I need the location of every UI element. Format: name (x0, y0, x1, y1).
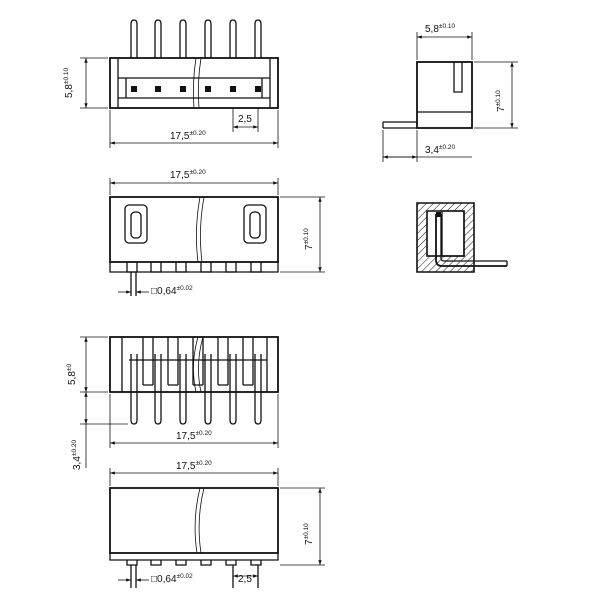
top-view-pin-squares (131, 86, 261, 92)
side-height-label: 7±0.10 (495, 90, 507, 112)
side-pin-label: 3,4±0.20 (425, 144, 456, 156)
side-width-label: 5,8±0.10 (425, 23, 456, 35)
bottom-width-value: 17,5 (176, 431, 196, 442)
rear-view-standoffs (109, 553, 279, 566)
bottom-view-pins (130, 354, 262, 425)
side-pin-tol: ±0.20 (439, 144, 456, 151)
front-width-tol: ±0.20 (189, 169, 206, 176)
side-view-body (416, 61, 473, 129)
side-width-tol: ±0.10 (439, 23, 456, 30)
section-view (416, 202, 508, 273)
side-height-value: 7 (496, 106, 507, 112)
front-height-label: 7±0.10 (303, 228, 315, 250)
bottom-height-tol: ±0 (66, 364, 73, 372)
bottom-pin-value: 3,4 (72, 456, 83, 470)
top-width-value: 17,5 (170, 131, 190, 142)
front-width-label: 17,5±0.20 (170, 169, 206, 181)
front-view-body (109, 196, 279, 263)
side-height-tol: ±0.10 (495, 90, 502, 107)
bottom-view-channels (121, 337, 268, 392)
bottom-height-label: 5,8±0 (66, 364, 78, 385)
top-view: 5,8±0.10 17,5±0.20 2,5 (63, 19, 279, 148)
front-pin-label: □0,64±0.02 (151, 285, 193, 297)
side-pin-value: 3,4 (425, 145, 439, 156)
side-view: 5,8±0.10 7±0.10 3,4±0.20 (382, 23, 518, 162)
rear-view-body (109, 487, 279, 554)
bottom-height-value: 5,8 (67, 371, 78, 385)
front-pin-tol: ±0.02 (177, 285, 194, 292)
front-height-value: 7 (304, 244, 315, 250)
front-width-value: 17,5 (170, 170, 190, 181)
bottom-pin-tol: ±0.20 (71, 439, 78, 456)
top-width-tol: ±0.20 (189, 130, 206, 137)
front-height-tol: ±0.10 (303, 228, 310, 245)
rear-width-label: 17,5±0.20 (176, 460, 212, 472)
bottom-view-body (109, 336, 279, 393)
bottom-view: 5,8±0 3,4±0.20 17,5±0.20 (66, 336, 279, 470)
bottom-pin-label: 3,4±0.20 (71, 439, 83, 470)
rear-pin-label: □0,64±0.02 (151, 573, 193, 585)
rear-width-tol: ±0.20 (195, 460, 212, 467)
top-pitch-label: 2,5 (238, 114, 252, 125)
rear-view: 17,5±0.20 7±0.10 □0,64±0.02 2,5 (109, 460, 325, 588)
rear-height-tol: ±0.10 (303, 523, 310, 540)
top-height-label: 5,8±0.10 (63, 67, 75, 98)
top-view-pins (130, 19, 262, 58)
rear-pin-value: □0,64 (151, 574, 177, 585)
side-width-value: 5,8 (425, 24, 439, 35)
rear-width-value: 17,5 (176, 461, 196, 472)
rear-height-label: 7±0.10 (303, 523, 315, 545)
front-pin-value: □0,64 (151, 286, 177, 297)
top-height-value: 5,8 (64, 84, 75, 98)
rear-pin-tol: ±0.02 (177, 573, 194, 580)
top-height-tol: ±0.10 (63, 67, 70, 84)
top-view-body (109, 57, 279, 109)
bottom-width-tol: ±0.20 (195, 430, 212, 437)
bottom-width-label: 17,5±0.20 (176, 430, 212, 442)
top-width-label: 17,5±0.20 (170, 130, 206, 142)
rear-pitch-label: 2,5 (238, 574, 252, 585)
front-view-standoffs (109, 262, 279, 273)
rear-height-value: 7 (304, 539, 315, 545)
front-view: 17,5±0.20 7±0.10 □0,64±0.02 (109, 169, 325, 297)
